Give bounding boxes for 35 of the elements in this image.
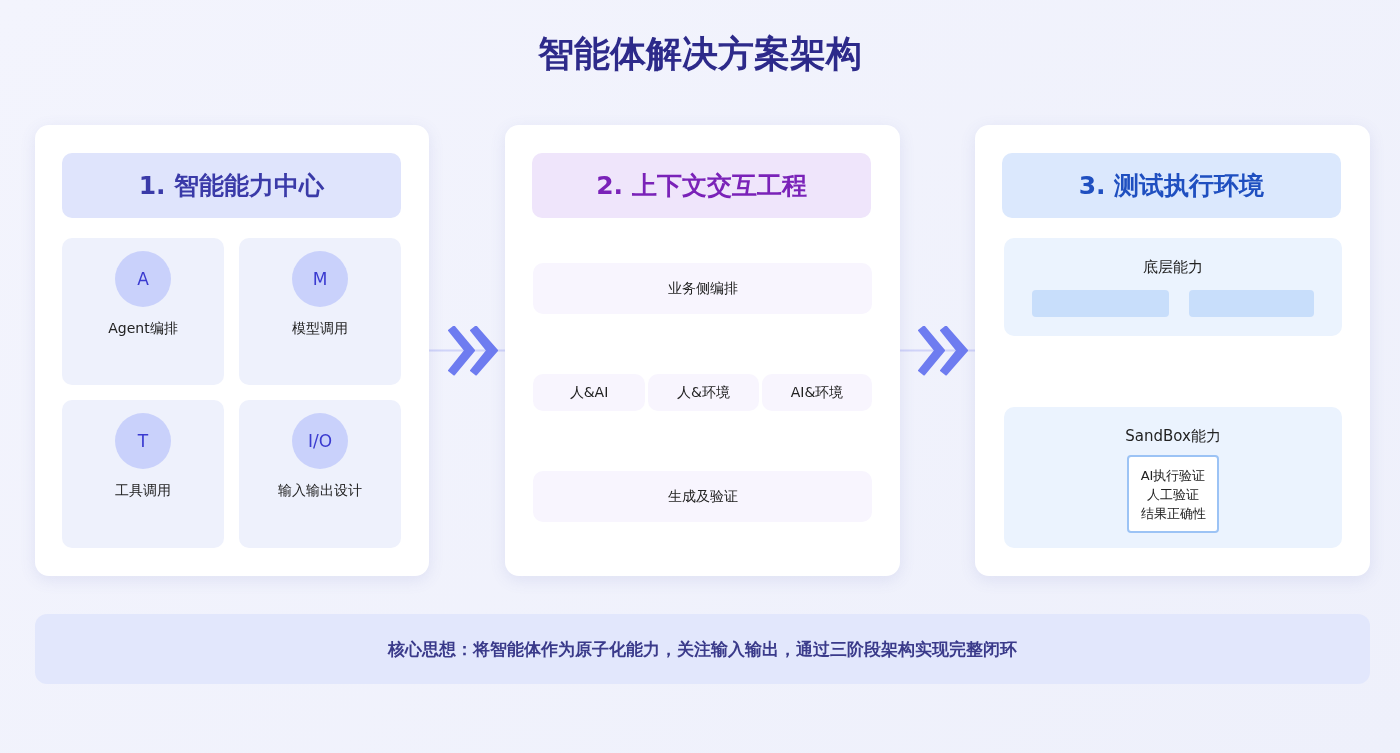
item-box: 人&AI [533,374,645,411]
tag-box [1189,290,1314,317]
feature-card [239,238,401,385]
item-box: 生成及验证 [533,471,872,522]
card-label: 模型调用 [291,320,349,338]
panel-card [35,125,429,576]
list-text: 人工验证 [1147,485,1199,504]
feature-card [239,400,401,548]
list-box [1127,455,1219,533]
panel-heading: 2. 上下文交互工程 [532,153,871,218]
section-heading: SandBox能力 [1124,427,1222,446]
list-text: 结果正确性 [1140,504,1206,523]
feature-card [62,238,224,385]
letter-circle: I/O [292,413,348,469]
panel-card [505,125,900,576]
item-box: AI&环境 [762,374,872,411]
card-label: Agent编排 [107,320,179,338]
item-box: 业务侧编排 [533,263,872,314]
tag-box [1032,290,1169,317]
card-label: 输入输出设计 [277,482,363,500]
card-label: 工具调用 [114,482,172,500]
list-text: AI执行验证 [1140,466,1206,485]
summary-band: 核心思想：将智能体作为原子化能力，关注输入输出，通过三阶段架构实现完整闭环 [35,614,1370,684]
item-box: 人&环境 [648,374,759,411]
panel-heading: 1. 智能能力中心 [62,153,401,218]
section-box [1004,238,1342,336]
panel-heading: 3. 测试执行环境 [1002,153,1341,218]
feature-card [62,400,224,548]
panel-card [975,125,1370,576]
diagram-title: 智能体解决方案架构 [537,32,863,76]
letter-circle: M [292,251,348,307]
section-box [1004,407,1342,548]
letter-circle: T [115,413,171,469]
letter-circle: A [115,251,171,307]
section-heading: 底层能力 [1142,258,1204,277]
